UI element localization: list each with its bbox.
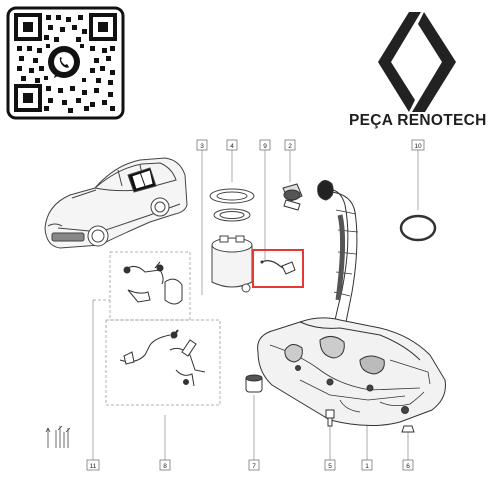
callout-tags: 3 4 9 2 10 11 8 7	[86, 139, 425, 471]
highlighted-part-9	[252, 249, 304, 288]
part-11-sensor-harness	[123, 261, 183, 305]
callout-4: 4	[226, 139, 238, 151]
callout-5: 5	[324, 459, 336, 471]
svg-text:2: 2	[288, 143, 292, 150]
callout-3: 3	[196, 139, 208, 151]
car-illustration	[44, 157, 188, 249]
callout-11: 11	[86, 459, 100, 471]
svg-text:8: 8	[163, 463, 167, 470]
svg-text:4: 4	[230, 143, 234, 150]
fuel-pump-module	[209, 188, 255, 293]
callout-2: 2	[284, 139, 296, 151]
svg-text:11: 11	[90, 463, 97, 470]
svg-text:5: 5	[328, 463, 332, 470]
orientation-arrows-icon	[45, 425, 71, 448]
bolt-parts	[325, 409, 415, 433]
callout-8: 8	[159, 459, 171, 471]
part-2-fuel-cap	[282, 183, 303, 211]
part-7-bushing	[245, 374, 263, 393]
callout-7: 7	[248, 459, 260, 471]
fuel-tank	[257, 317, 446, 427]
callout-1: 1	[361, 459, 373, 471]
svg-text:7: 7	[252, 463, 256, 470]
whatsapp-qr-code-icon	[6, 6, 125, 120]
svg-text:6: 6	[406, 463, 410, 470]
brand-name: PEÇA RENOTECH	[349, 112, 487, 129]
svg-text:9: 9	[263, 143, 267, 150]
svg-text:10: 10	[414, 143, 422, 150]
callout-10: 10	[411, 139, 425, 151]
svg-text:3: 3	[200, 143, 204, 150]
renault-diamond-logo	[378, 12, 456, 112]
callout-6: 6	[402, 459, 414, 471]
part-8-wiring	[119, 329, 206, 387]
callout-9: 9	[259, 139, 271, 151]
filler-neck-pipe	[317, 180, 359, 323]
svg-text:1: 1	[365, 463, 369, 470]
part-10-seal-ring	[399, 214, 437, 242]
